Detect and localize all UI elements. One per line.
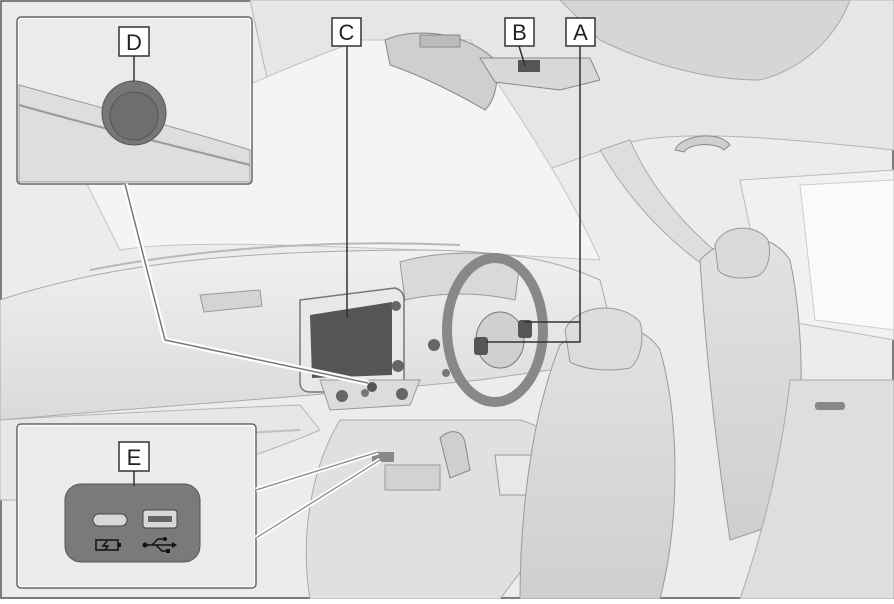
callout-d: D <box>126 30 142 55</box>
usb-panel <box>65 484 200 562</box>
callout-c: C <box>339 20 355 45</box>
overhead-console-button <box>518 60 540 72</box>
rear-window <box>800 180 894 330</box>
dash-knob-lower <box>442 369 450 377</box>
knob-lower-left <box>336 390 348 402</box>
dash-knob-left <box>428 339 440 351</box>
mirror-mount <box>420 35 460 47</box>
callout-a: A <box>573 20 588 45</box>
steering-switch-left <box>474 337 488 355</box>
driver-headrest <box>565 308 642 370</box>
door-handle <box>815 402 845 410</box>
display-knob-top <box>391 301 401 311</box>
callout-b: B <box>512 20 527 45</box>
usb-a-port-tongue <box>148 516 172 522</box>
usb-c-port <box>93 514 127 526</box>
center-display-screen <box>310 302 392 378</box>
display-knob-bottom <box>392 360 404 372</box>
knob-lower-far-right <box>396 388 408 400</box>
callout-e: E <box>127 445 142 470</box>
cupholder <box>385 465 440 490</box>
knob-lower-right <box>367 382 377 392</box>
rear-headrest <box>715 228 770 278</box>
knob-lower-mid <box>361 389 369 397</box>
inset-d-knob-face <box>110 92 158 140</box>
